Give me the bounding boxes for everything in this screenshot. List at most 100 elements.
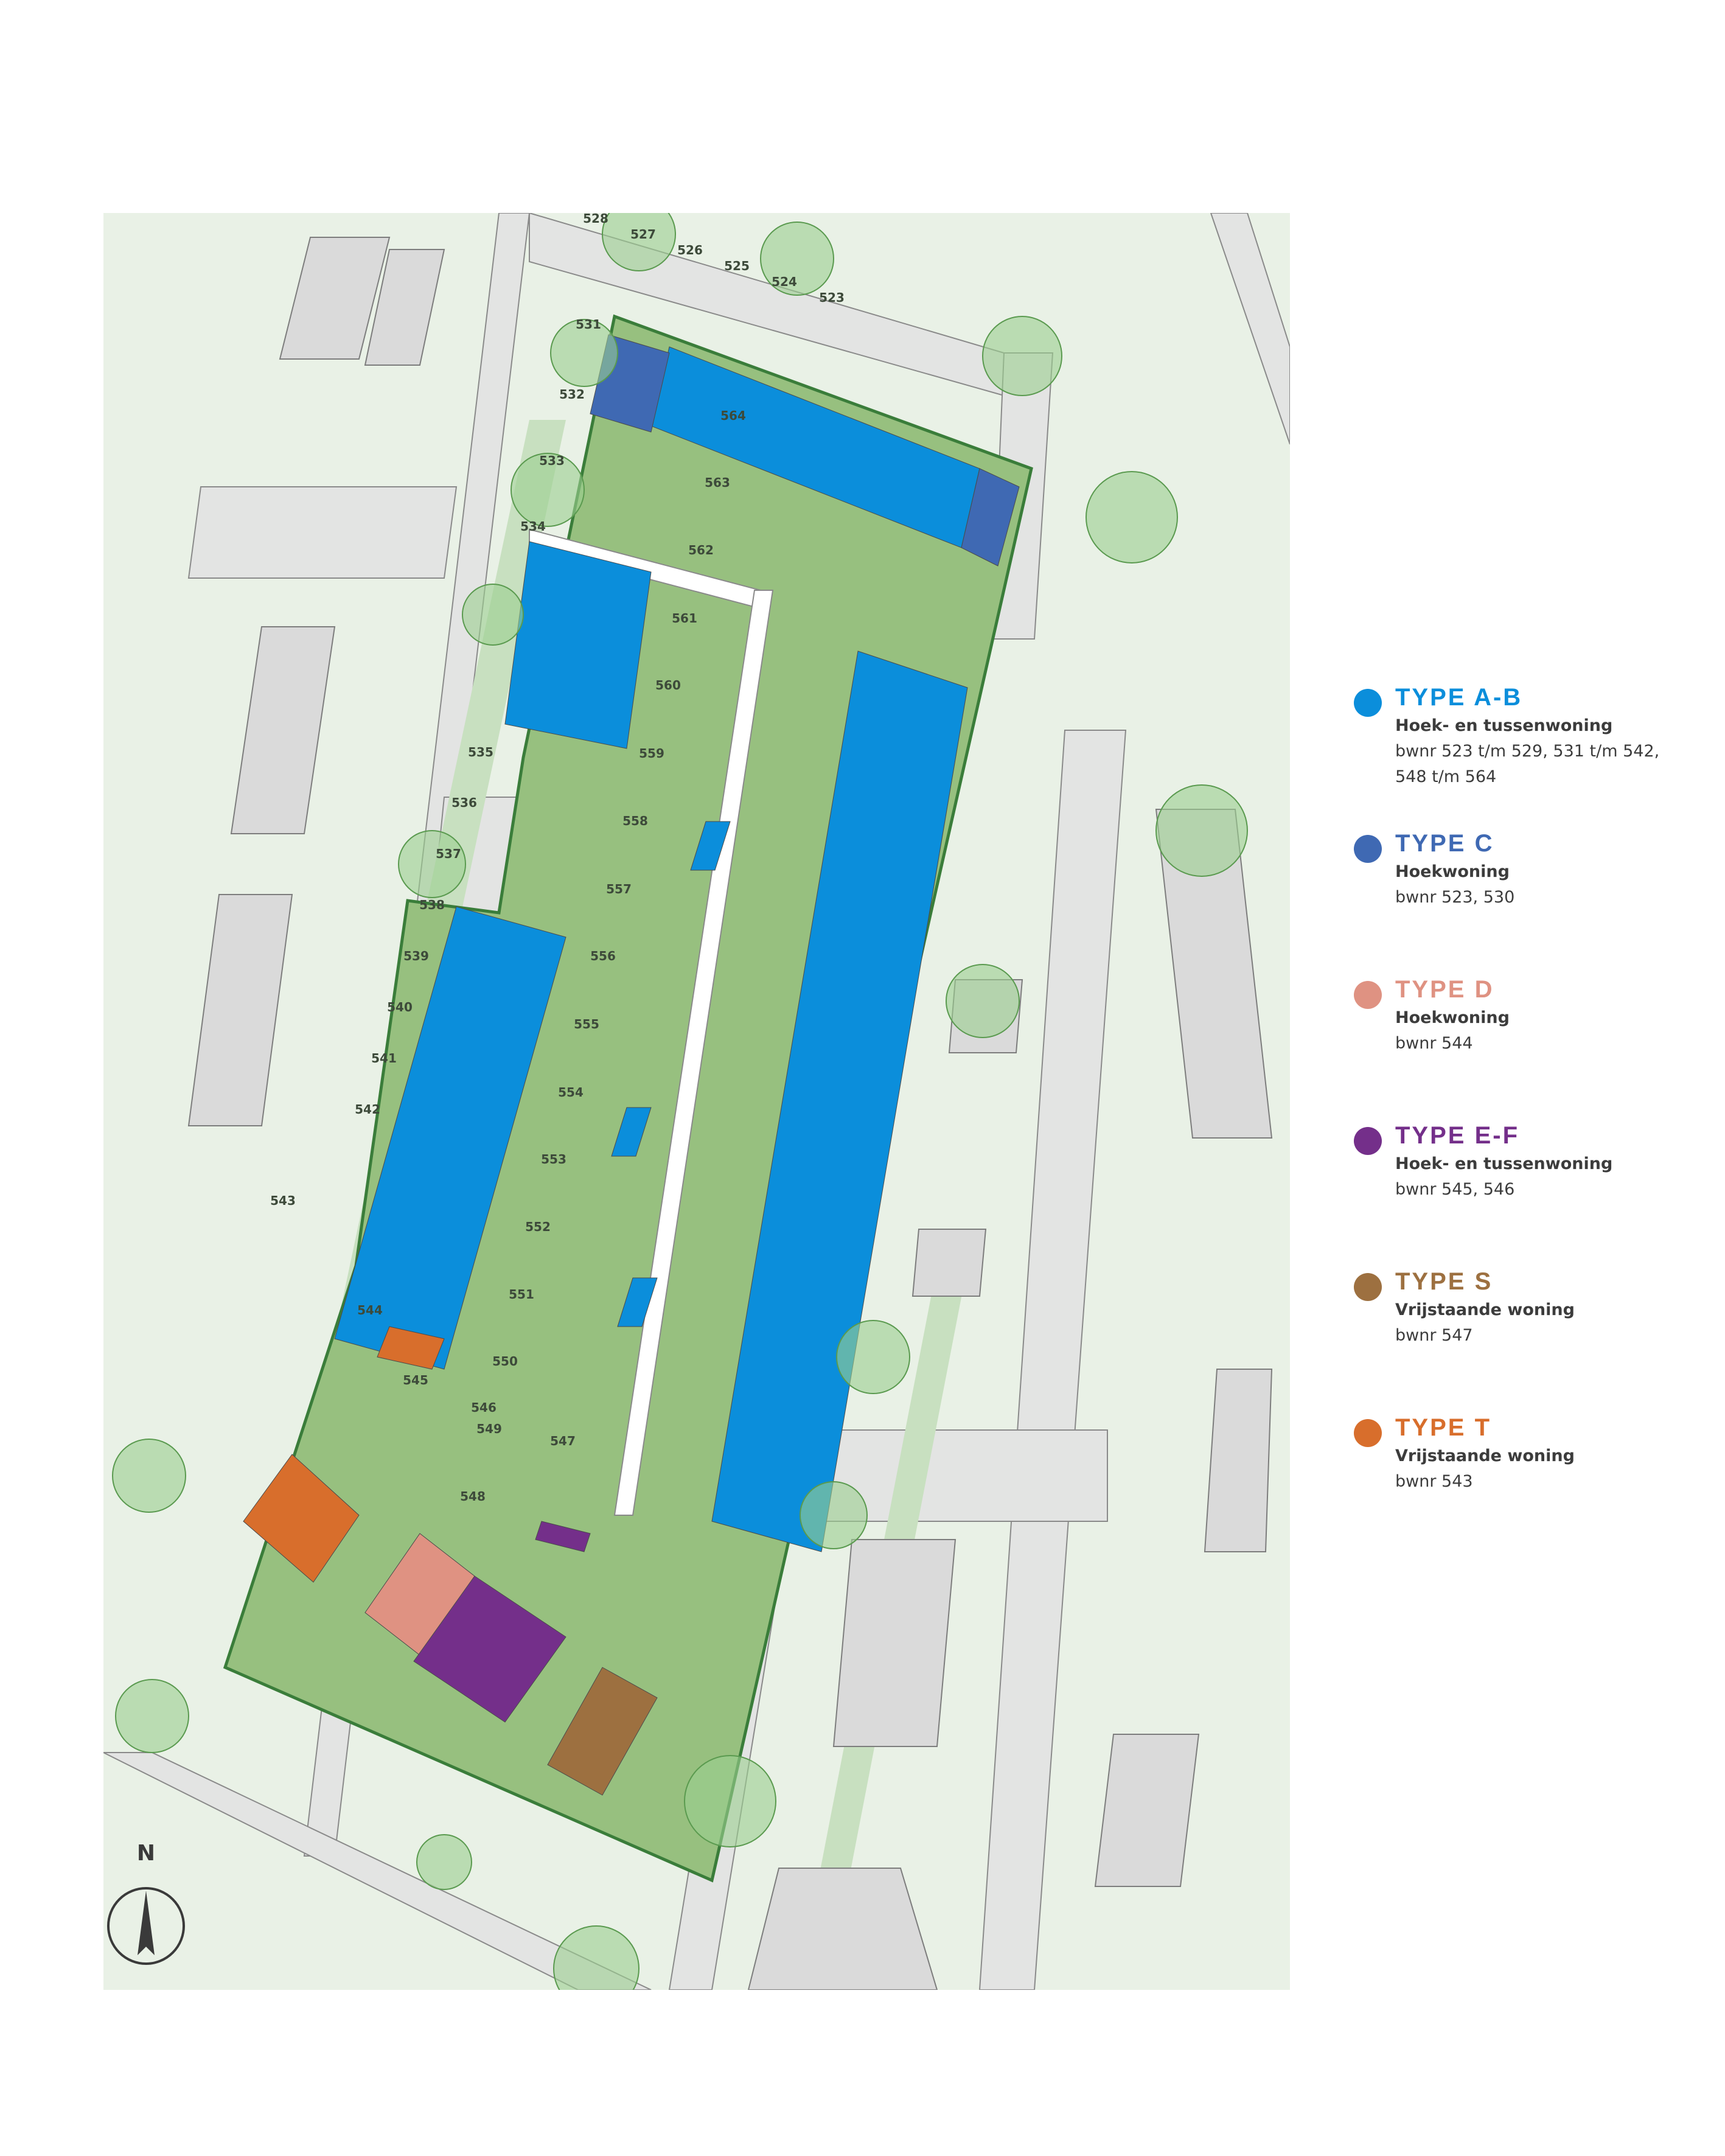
tree-icon <box>760 222 834 296</box>
legend-item: TYPE T Vrijstaande woning bwnr 543 <box>1354 1412 1719 1558</box>
plot-number-558: 558 <box>622 814 648 828</box>
tree-icon <box>112 1439 186 1513</box>
dot-icon <box>1354 1419 1382 1447</box>
house-block-west-upper <box>504 541 652 749</box>
plot-number-561: 561 <box>672 611 697 626</box>
plot-number-535: 535 <box>468 745 493 759</box>
building <box>1094 1734 1200 1887</box>
legend-lots: bwnr 544 <box>1395 1034 1473 1053</box>
legend-title: TYPE T <box>1395 1414 1492 1441</box>
trees <box>112 213 1248 1990</box>
plot-number-562: 562 <box>688 543 714 557</box>
legend-subtitle: Vrijstaande woning <box>1395 1446 1575 1465</box>
plot-number-553: 553 <box>541 1152 566 1167</box>
legend-item: TYPE C Hoekwoning bwnr 523, 530 <box>1354 828 1719 974</box>
tree-icon <box>416 1834 472 1890</box>
plot-number-539: 539 <box>403 949 429 963</box>
tree-icon <box>684 1755 776 1847</box>
carport <box>690 821 731 871</box>
plot-number-labels: 5235245255265275285295305315325335345355… <box>270 213 845 1504</box>
building <box>187 894 293 1126</box>
road-south <box>103 1752 652 1990</box>
legend: TYPE A-B Hoek- en tussenwoning bwnr 523 t/… <box>1354 682 1719 1558</box>
plot-number-548: 548 <box>460 1489 486 1504</box>
tree-icon <box>511 453 585 527</box>
shed-543 <box>377 1326 445 1370</box>
building <box>832 1539 957 1747</box>
plot-number-559: 559 <box>639 746 664 761</box>
houses-545-546 <box>413 1575 566 1723</box>
plot-number-532: 532 <box>559 387 585 402</box>
tree-icon <box>1155 784 1248 877</box>
legend-lots: bwnr 523, 530 <box>1395 888 1515 907</box>
house-547 <box>547 1667 658 1796</box>
plot-number-531: 531 <box>576 317 601 332</box>
legend-title: TYPE C <box>1395 830 1494 857</box>
plot-number-552: 552 <box>525 1219 551 1234</box>
plot-number-528: 528 <box>583 213 608 226</box>
shed-545 <box>535 1521 591 1552</box>
tree-icon <box>946 964 1020 1038</box>
north-label: N <box>136 1841 156 1866</box>
plot-number-542: 542 <box>355 1102 380 1117</box>
carport <box>611 1107 652 1157</box>
building <box>911 1229 987 1297</box>
house-corner-523 <box>961 468 1020 567</box>
tree-icon <box>982 316 1062 396</box>
plot-number-523: 523 <box>819 290 845 305</box>
legend-lots: bwnr 523 t/m 529, 531 t/m 542, 548 t/m 5… <box>1395 742 1660 786</box>
legend-title: TYPE E-F <box>1395 1122 1520 1149</box>
road-cross-west <box>187 486 458 579</box>
compass-ring <box>107 1887 185 1965</box>
plot-number-546: 546 <box>471 1400 497 1415</box>
plot-number-549: 549 <box>476 1422 502 1436</box>
house-block-east <box>711 651 968 1552</box>
dot-icon <box>1354 689 1382 717</box>
building <box>230 626 336 834</box>
dot-icon <box>1354 1127 1382 1155</box>
building <box>747 1868 938 1990</box>
house-block-west-lower <box>334 906 566 1370</box>
plot-number-525: 525 <box>724 259 750 273</box>
legend-title: TYPE S <box>1395 1268 1493 1295</box>
legend-lots: bwnr 545, 546 <box>1395 1180 1515 1199</box>
plot-number-538: 538 <box>419 898 445 912</box>
dot-icon <box>1354 1273 1382 1301</box>
legend-item: TYPE A-B Hoek- en tussenwoning bwnr 523 t/… <box>1354 682 1719 828</box>
plot-number-536: 536 <box>451 795 477 810</box>
legend-subtitle: Hoek- en tussenwoning <box>1395 716 1613 735</box>
plot-number-550: 550 <box>492 1354 518 1369</box>
plot-number-541: 541 <box>371 1051 397 1066</box>
plot-number-556: 556 <box>590 949 616 963</box>
dot-icon <box>1354 835 1382 863</box>
plot-number-547: 547 <box>550 1434 576 1448</box>
building <box>279 237 391 360</box>
tree-icon <box>602 213 676 271</box>
plot-number-544: 544 <box>357 1303 383 1317</box>
plot-number-564: 564 <box>720 408 746 423</box>
legend-lots: bwnr 543 <box>1395 1472 1473 1491</box>
legend-subtitle: Hoek- en tussenwoning <box>1395 1154 1613 1173</box>
tree-icon <box>553 1925 639 1990</box>
plot-number-533: 533 <box>539 453 565 468</box>
plot-number-534: 534 <box>520 519 546 534</box>
legend-title: TYPE A-B <box>1395 684 1523 711</box>
plot-number-551: 551 <box>509 1287 534 1302</box>
plot-number-543: 543 <box>270 1193 296 1208</box>
road-far-east <box>1210 213 1290 445</box>
plot-number-563: 563 <box>705 475 730 490</box>
plot-number-554: 554 <box>558 1085 584 1100</box>
plot-number-555: 555 <box>574 1017 599 1031</box>
legend-lots: bwnr 547 <box>1395 1326 1473 1345</box>
plot-number-526: 526 <box>677 243 703 257</box>
tree-icon <box>462 584 524 646</box>
building <box>364 249 445 366</box>
plot-number-540: 540 <box>387 1000 413 1014</box>
legend-subtitle: Hoekwoning <box>1395 862 1510 881</box>
north-arrow: N <box>103 1841 189 1969</box>
site-plan-map: 5235245255265275285295305315325335345355… <box>103 213 1290 1990</box>
tree-icon <box>398 830 466 898</box>
road-side-east <box>978 730 1127 1990</box>
carport <box>617 1277 658 1327</box>
